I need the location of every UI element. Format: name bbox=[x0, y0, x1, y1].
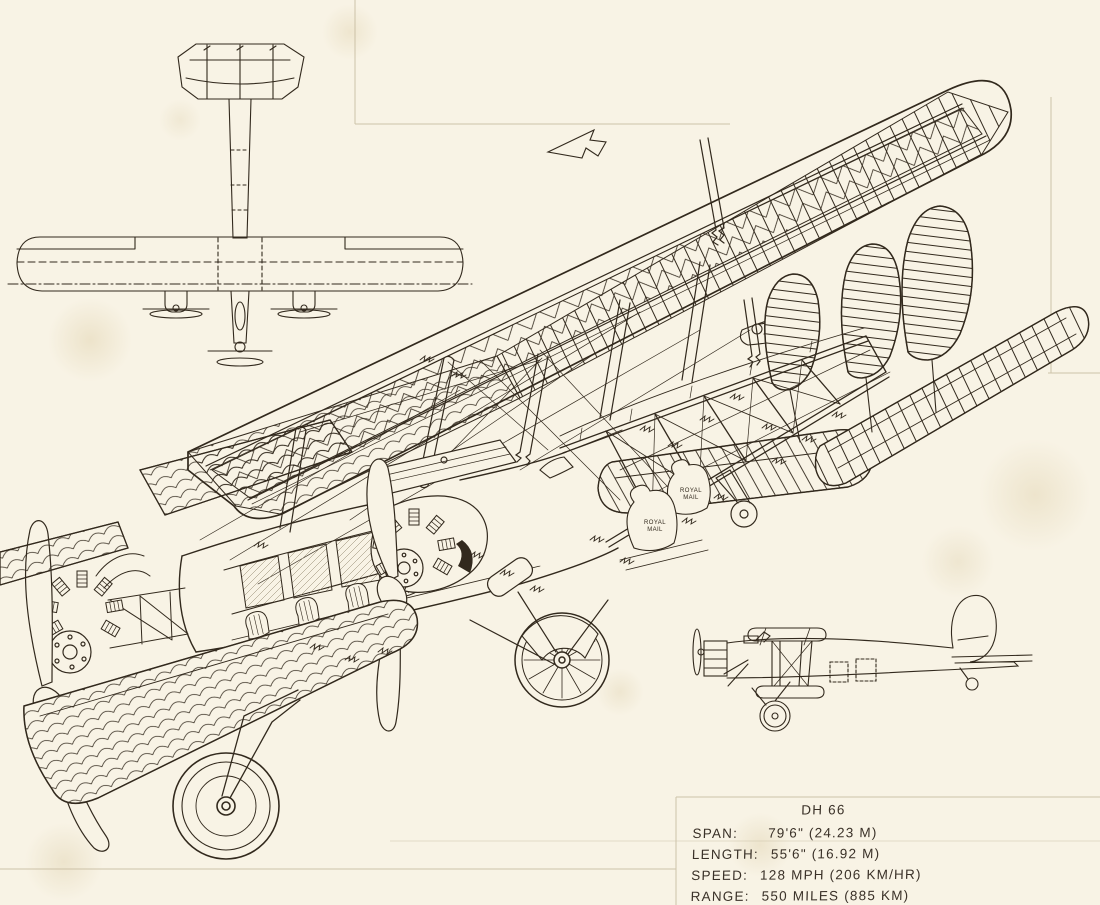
starboard-main-wheel bbox=[469, 557, 610, 708]
aileron-arrow bbox=[546, 128, 607, 159]
landing-gear-strut bbox=[469, 591, 609, 665]
spec-value: 79'6" (24.23 M) bbox=[767, 825, 878, 841]
spec-label: SPAN: bbox=[692, 825, 739, 842]
tail-fin bbox=[840, 243, 902, 433]
interplane-struts bbox=[279, 261, 711, 533]
tail-fin bbox=[901, 205, 974, 413]
side-struts bbox=[759, 627, 813, 687]
side-fin-rudder bbox=[950, 594, 1033, 669]
spec-value: 550 MILES (885 KM) bbox=[761, 887, 910, 904]
side-propeller bbox=[692, 628, 705, 676]
plan-wing bbox=[7, 236, 473, 292]
spec-heading: DH 66 bbox=[801, 802, 846, 818]
nose-propeller bbox=[366, 458, 408, 732]
plan-engine-nacelle-right bbox=[270, 290, 338, 319]
oleo-shock-strut bbox=[486, 557, 534, 597]
spec-label: RANGE: bbox=[690, 888, 750, 905]
spec-block: DH 66 SPAN: 79'6" (24.23 M) LENGTH: 55'6" … bbox=[690, 798, 1093, 905]
side-wheel bbox=[751, 681, 791, 732]
spec-row-span: SPAN: 79'6" (24.23 M) bbox=[692, 821, 1093, 844]
engine-mount-truss bbox=[107, 587, 189, 649]
plan-tail-unit bbox=[177, 43, 305, 100]
port-main-wheel bbox=[172, 689, 301, 860]
plan-fuselage bbox=[228, 98, 252, 239]
spec-row-length: LENGTH: 55'6" (16.92 M) bbox=[692, 842, 1093, 865]
side-engine bbox=[703, 640, 728, 677]
mail-bag-rear bbox=[666, 459, 711, 515]
side-cabin-doors bbox=[829, 658, 877, 683]
spec-row-range: RANGE: 550 MILES (885 KM) bbox=[690, 884, 1091, 905]
spec-label: SPEED: bbox=[691, 867, 749, 884]
broken-struts bbox=[699, 137, 761, 368]
nose-engine bbox=[366, 458, 488, 732]
port-lower-wing bbox=[23, 599, 419, 805]
wheel-disc-cover bbox=[521, 615, 599, 661]
spec-value: 55'6" (16.92 M) bbox=[770, 846, 881, 862]
plan-view bbox=[7, 43, 473, 367]
cockpit bbox=[539, 429, 623, 479]
tail-wheel bbox=[715, 469, 758, 528]
plan-fins bbox=[203, 44, 277, 100]
exhaust-pipes bbox=[95, 553, 151, 589]
side-wings bbox=[723, 627, 827, 699]
cowl-cut-edge bbox=[456, 540, 473, 573]
cargo-floor bbox=[619, 539, 709, 571]
plan-nose-engine bbox=[207, 290, 273, 367]
side-tailwheel bbox=[959, 667, 979, 691]
tailplane bbox=[814, 306, 1090, 487]
side-view bbox=[692, 594, 1033, 732]
mail-bag-front bbox=[626, 484, 678, 552]
wing-fragments bbox=[0, 419, 353, 586]
plan-engine-nacelle-left bbox=[142, 290, 210, 319]
spec-label: LENGTH: bbox=[691, 846, 760, 863]
landing-gear-strut bbox=[221, 689, 301, 799]
spec-value: 128 MPH (206 KM/HR) bbox=[759, 866, 922, 883]
spec-row-speed: SPEED: 128 MPH (206 KM/HR) bbox=[691, 863, 1092, 886]
